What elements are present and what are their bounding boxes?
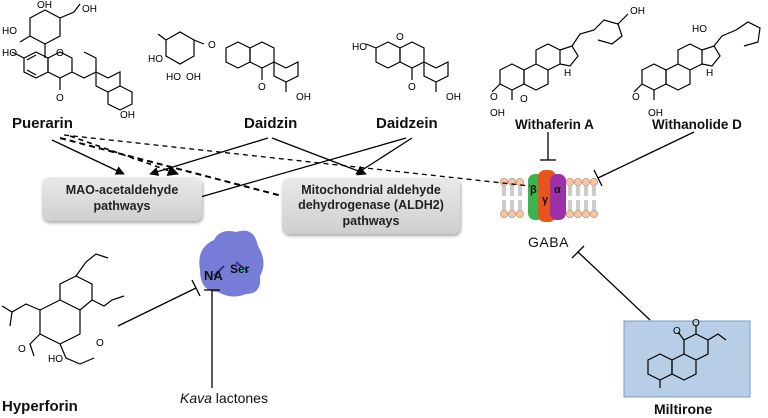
daidzein-structure xyxy=(365,41,449,92)
withaferin-atom-oh2: OH xyxy=(490,108,505,119)
lipid-tail xyxy=(568,200,572,210)
lipid-tail xyxy=(592,200,596,210)
gaba-receptor-membrane xyxy=(500,170,598,222)
puerarin-atom-ho2: HO xyxy=(2,48,17,59)
daidzein-atom-o1: O xyxy=(396,32,404,43)
lipid-head xyxy=(566,210,574,218)
subunit-gamma-label: γ xyxy=(542,194,549,206)
lipid-tail xyxy=(584,200,588,210)
daidzin-structure xyxy=(157,31,299,92)
daidzin-atom-oh2: OH xyxy=(296,92,311,103)
daidzein-atom-o2: O xyxy=(408,82,416,93)
label-withanolide-d: Withanolide D xyxy=(652,117,742,132)
aldh2-pathways-text: Mitochondrial aldehyde dehydrogenase (AL… xyxy=(298,182,444,228)
lipid-head xyxy=(508,210,516,218)
label-hyperforin: Hyperforin xyxy=(2,398,78,415)
label-gaba: GABA xyxy=(528,234,569,250)
label-kava-lactones: Kava lactones xyxy=(180,390,268,406)
lipid-head xyxy=(516,210,524,218)
lipid-tail xyxy=(502,200,506,210)
puerarin-atom-ho1: HO xyxy=(2,26,17,37)
lipid-head xyxy=(566,178,574,186)
lipid-tail xyxy=(518,200,522,210)
kava-rest: lactones xyxy=(211,390,268,406)
lipid-head xyxy=(500,210,508,218)
daidzin-atom-o2: O xyxy=(258,82,266,93)
daidzein-atom-oh: OH xyxy=(446,92,461,103)
kava-italic: Kava xyxy=(180,390,212,406)
hyperforin-atom-o2: O xyxy=(96,338,104,349)
withanolide-atom-o1: O xyxy=(632,92,640,103)
miltirone-structure xyxy=(647,326,727,388)
puerarin-atom-o2: O xyxy=(56,93,64,104)
box-aldh2: Mitochondrial aldehyde dehydrogenase (AL… xyxy=(282,178,460,234)
label-na: NA xyxy=(204,268,223,283)
lipid-tail xyxy=(584,186,588,196)
label-miltirone: Miltirone xyxy=(654,401,713,417)
withanolide-atom-ho: HO xyxy=(692,24,707,35)
withaferin-atom-h1: H xyxy=(564,68,571,79)
miltirone-atom-o1: O xyxy=(673,326,681,337)
puerarin-atom-o1: O xyxy=(56,48,64,59)
puerarin-atom-oh1: OH xyxy=(37,0,52,11)
daidzin-atom-ho2: HO xyxy=(166,72,181,83)
lipid-tail xyxy=(510,200,514,210)
miltirone-atom-o2: O xyxy=(692,318,700,329)
lipid-tail xyxy=(518,186,522,196)
hyperforin-structure xyxy=(1,253,125,365)
subunit-alpha-label: α xyxy=(554,184,561,196)
lipid-tail xyxy=(576,186,580,196)
puerarin-atom-oh3: OH xyxy=(120,110,135,121)
daidzein-atom-ho: HO xyxy=(352,42,367,53)
withaferin-atom-o1: O xyxy=(490,92,498,103)
protein-target xyxy=(199,230,264,297)
daidzin-atom-ho1: HO xyxy=(148,54,163,65)
lipid-head xyxy=(574,210,582,218)
lipid-head xyxy=(516,178,524,186)
subunit-beta-label: β xyxy=(530,184,537,196)
withaferin-atom-oh1: OH xyxy=(630,6,645,17)
hyperforin-atom-o1: O xyxy=(18,344,26,355)
withanolide-atom-oh: OH xyxy=(648,108,663,119)
box-mao-acetaldehyde: MAO-acetaldehyde pathways xyxy=(42,177,202,221)
puerarin-structure xyxy=(11,3,133,111)
lipid-tail xyxy=(576,200,580,210)
withanolide-structure xyxy=(633,21,761,100)
hyperforin-atom-ho: HO xyxy=(48,354,63,365)
connectors xyxy=(51,131,695,388)
lipid-head xyxy=(500,178,508,186)
lipid-head xyxy=(582,210,590,218)
subunit-alpha xyxy=(550,174,566,220)
daidzin-atom-oh1: OH xyxy=(186,72,201,83)
label-daidzin: Daidzin xyxy=(244,115,298,132)
lipid-tail xyxy=(510,186,514,196)
label-daidzein: Daidzein xyxy=(376,115,438,132)
mao-pathways-text: MAO-acetaldehyde pathways xyxy=(65,183,179,213)
withaferin-structure xyxy=(491,13,629,100)
lipid-head xyxy=(582,178,590,186)
lipid-tail xyxy=(568,186,572,196)
lipid-head xyxy=(590,210,598,218)
puerarin-atom-oh2: OH xyxy=(82,4,97,15)
withanolide-atom-h1: H xyxy=(706,68,713,79)
label-withaferin-a: Withaferin A xyxy=(515,117,594,132)
lipid-tail xyxy=(502,186,506,196)
lipid-head xyxy=(574,178,582,186)
miltirone-panel xyxy=(623,320,751,398)
label-ser: Ser xyxy=(230,262,250,276)
lipid-head xyxy=(590,178,598,186)
lipid-tail xyxy=(592,186,596,196)
withaferin-atom-o2: O xyxy=(520,94,528,105)
label-puerarin: Puerarin xyxy=(12,115,73,132)
daidzin-atom-o1: O xyxy=(208,40,216,51)
